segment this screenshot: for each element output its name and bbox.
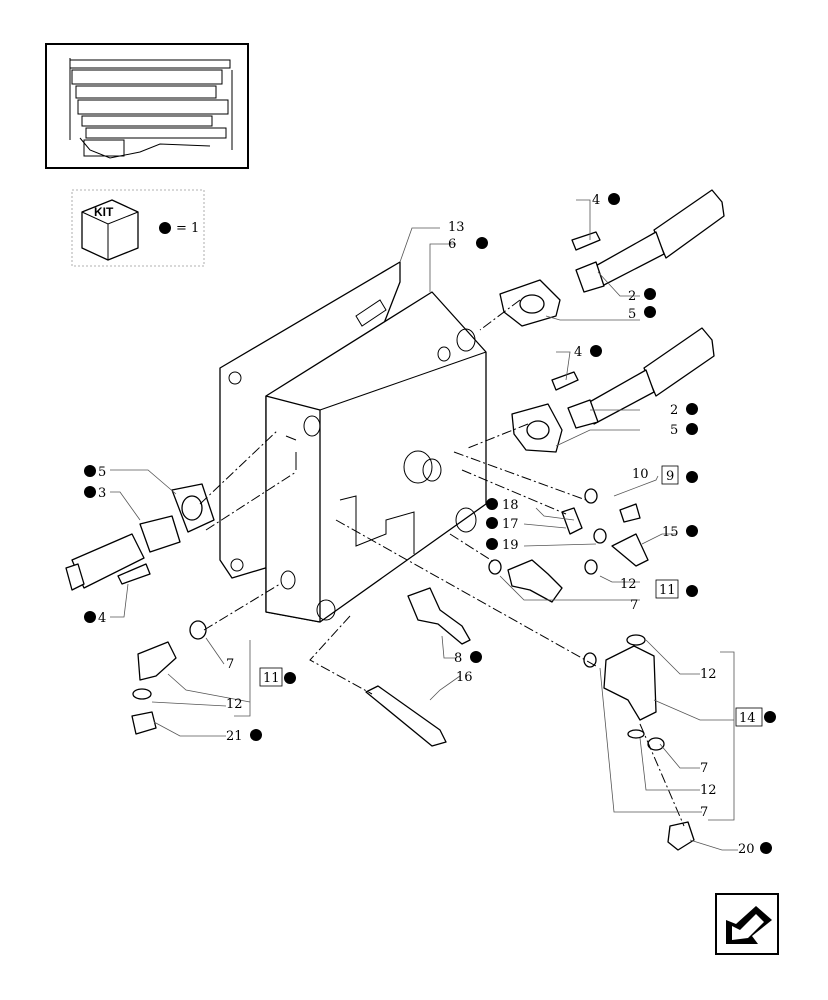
callout-13: 13 xyxy=(448,220,465,235)
callout-4-mid: 4 xyxy=(574,345,582,360)
callout-3: 3 xyxy=(98,486,106,501)
callout-7-lower: 7 xyxy=(700,805,708,820)
kit-box-icon xyxy=(81,199,139,261)
callouts: 4 2 5 4 2 5 13 6 5 3 4 10 9 18 17 19 15 … xyxy=(84,193,776,857)
callout-19: 19 xyxy=(502,538,519,553)
callout-4-left: 4 xyxy=(98,611,106,626)
callout-9: 9 xyxy=(666,469,674,484)
callout-7-left: 7 xyxy=(226,657,234,672)
callout-15: 15 xyxy=(662,525,679,540)
kit-ref: = 1 xyxy=(176,221,199,236)
callout-7-right: 7 xyxy=(700,761,708,776)
solenoid-left xyxy=(65,483,215,591)
callout-14: 14 xyxy=(739,711,756,726)
kit-label: KIT xyxy=(94,205,114,219)
callout-11-left: 11 xyxy=(263,671,280,686)
callout-17: 17 xyxy=(502,517,519,532)
o-rings xyxy=(132,488,665,751)
callout-2-top: 2 xyxy=(628,289,636,304)
callout-21: 21 xyxy=(226,729,243,744)
callout-12-mid: 12 xyxy=(620,577,637,592)
kit-legend: KIT = 1 xyxy=(71,189,205,267)
transmission-overview-icon xyxy=(45,43,249,169)
callout-11-right: 11 xyxy=(659,583,676,598)
kit-dot xyxy=(159,222,171,234)
callout-6: 6 xyxy=(448,237,456,252)
callout-4-top: 4 xyxy=(592,193,600,208)
callout-12-lower: 12 xyxy=(700,783,717,798)
callout-5-mid: 5 xyxy=(670,423,678,438)
callout-5-top: 5 xyxy=(628,307,636,322)
callout-12-right: 12 xyxy=(700,667,717,682)
callout-8: 8 xyxy=(454,651,462,666)
callout-2-mid: 2 xyxy=(670,403,678,418)
leader-lines xyxy=(110,199,738,851)
callout-12-left: 12 xyxy=(226,697,243,712)
callout-20: 20 xyxy=(738,842,755,857)
solenoid-top xyxy=(499,189,725,327)
next-page-arrow-icon[interactable] xyxy=(715,893,779,955)
callout-16: 16 xyxy=(456,670,473,685)
callout-7-mid: 7 xyxy=(630,598,638,613)
callout-18: 18 xyxy=(502,498,519,513)
callout-10: 10 xyxy=(632,467,649,482)
valve-block xyxy=(265,291,487,623)
callout-5-left: 5 xyxy=(98,465,106,480)
fittings xyxy=(131,503,695,851)
solenoid-middle xyxy=(511,327,715,453)
assembly-lines xyxy=(199,299,685,827)
